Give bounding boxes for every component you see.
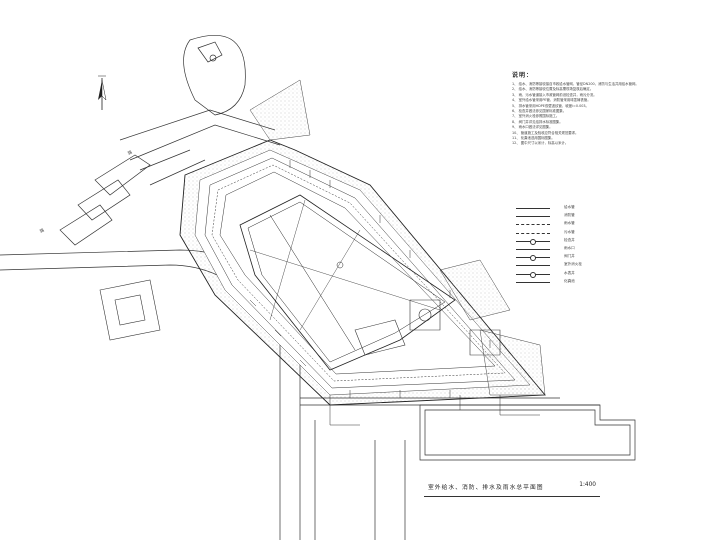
legend-symbol: [516, 281, 550, 283]
legend-symbol: [516, 216, 550, 218]
note-line: 6、 检查井做法参见国家标准图集。: [512, 109, 567, 114]
legend-symbol: [516, 238, 550, 245]
south-building: [300, 397, 636, 461]
legend-label: 雨水管: [564, 221, 575, 226]
perimeter-pipes: [204, 157, 516, 389]
southwest-building: [99, 279, 161, 341]
north-arrow-icon: [98, 75, 107, 110]
legend: 给水管 消防管 雨水管 污水管 检查井 雨水口 阀门井 室外消火栓 水表井 化粪…: [516, 205, 636, 287]
legend-symbol: [516, 265, 550, 267]
note-line: 12、 图中尺寸以米计，标高以米计。: [512, 141, 569, 146]
legend-item: 检查井: [516, 238, 636, 246]
legend-label: 水表井: [564, 270, 575, 275]
legend-label: 阀门井: [564, 254, 575, 259]
note-line: 11、 化粪池选用国标图集。: [512, 136, 555, 141]
legend-item: 化粪池: [516, 279, 636, 287]
legend-symbol: [516, 271, 550, 278]
drawing-title-block: 室外给水、消防、排水及雨水总平面图 1:400: [424, 480, 600, 497]
note-line: 7、 室外消火栓参照国标施工。: [512, 114, 560, 119]
legend-label: 化粪池: [564, 278, 575, 283]
legend-label: 雨水口: [564, 245, 575, 250]
drawing-title: 室外给水、消防、排水及雨水总平面图: [428, 485, 544, 491]
note-line: 9、 雨水口做法详见图集。: [512, 125, 553, 130]
legend-item: 雨水管: [516, 221, 636, 229]
note-line: 5、 排水管采用HDPE双壁波纹管，坡度i=0.003。: [512, 103, 589, 108]
sports-field: [239, 194, 456, 371]
note-line: 3、 雨、污水管道接入市政管网前设检查井，雨污分流。: [512, 92, 597, 97]
legend-symbol: [516, 232, 550, 234]
legend-symbol: [516, 255, 550, 262]
legend-item: 水表井: [516, 271, 636, 279]
legend-label: 给水管: [564, 205, 575, 209]
note-line: 4、 室外给水管采用PE管，消防管采用球墨铸铁管。: [512, 98, 591, 103]
legend-label: 污水管: [564, 229, 575, 234]
legend-item: 污水管: [516, 230, 636, 238]
note-line: 10、 管道施工及验收应符合相关规范要求。: [512, 130, 579, 135]
legend-label: 室外消火栓: [564, 262, 582, 267]
pipe-ticks: [249, 160, 491, 398]
legend-item: 消防管: [516, 213, 636, 221]
notes-heading: 说明：: [512, 72, 534, 79]
legend-item: 阀门井: [516, 254, 636, 262]
outlet-connections: [329, 395, 540, 426]
note-line: 2、 给水、消防等接驳位置及标高需现场复核后确定。: [512, 87, 594, 92]
legend-label: 检查井: [564, 237, 575, 242]
drawing-scale: 1:400: [579, 482, 596, 488]
legend-symbol: [516, 224, 550, 226]
east-structures: [354, 299, 501, 356]
legend-item: 雨水口: [516, 246, 636, 254]
note-line: 1、 给水、消防等接驳接自市政给水管网，管径DN200，消防与生活共用给水管网。: [512, 82, 639, 86]
northeast-greenery: [249, 79, 546, 396]
design-notes: 说明： 1、 给水、消防等接驳接自市政给水管网，管径DN200，消防与生活共用给…: [512, 70, 712, 147]
legend-symbol: [516, 208, 550, 209]
legend-symbol: [516, 248, 550, 250]
note-line: 8、 阀门井详见给排水标准图集。: [512, 119, 563, 124]
legend-item: 给水管: [516, 205, 636, 213]
legend-item: 室外消火栓: [516, 262, 636, 270]
legend-label: 消防管: [564, 213, 575, 218]
northwest-road: [59, 109, 281, 246]
northwest-plaza: [183, 35, 246, 116]
